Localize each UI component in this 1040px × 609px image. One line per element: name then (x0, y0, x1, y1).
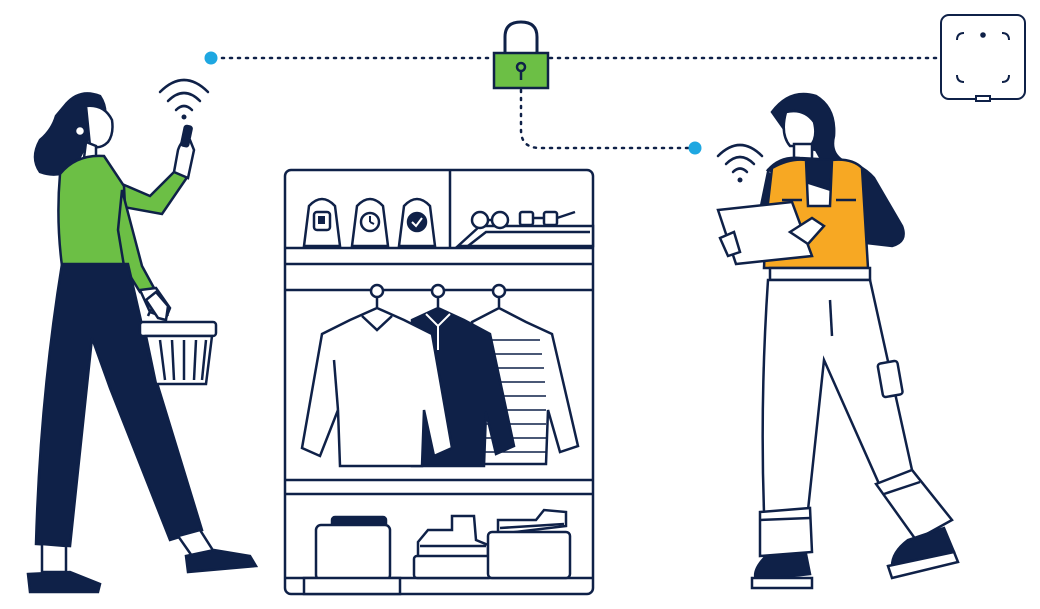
padlock-icon (492, 20, 550, 90)
rfid-reader-icon (940, 14, 1026, 102)
network-node-left (204, 51, 218, 65)
network-connections (212, 56, 942, 150)
shopper-hand (144, 290, 170, 322)
shopping-basket-icon (138, 304, 218, 386)
wifi-icon (716, 143, 764, 183)
tablet-icon (716, 200, 826, 266)
watch-icon (302, 197, 342, 248)
shoe-icon (486, 508, 572, 580)
jacket-icon (300, 306, 454, 468)
wifi-icon (158, 78, 210, 120)
shoe-icon (412, 514, 494, 580)
sunglasses-icon (454, 210, 595, 248)
hanger-icon (369, 283, 507, 307)
shopper-figure (26, 92, 259, 594)
watch-icon (397, 197, 437, 248)
staff-figure (750, 92, 960, 590)
bag-icon (302, 515, 402, 596)
watch-icon (350, 197, 390, 248)
network-node-staff (688, 141, 702, 155)
